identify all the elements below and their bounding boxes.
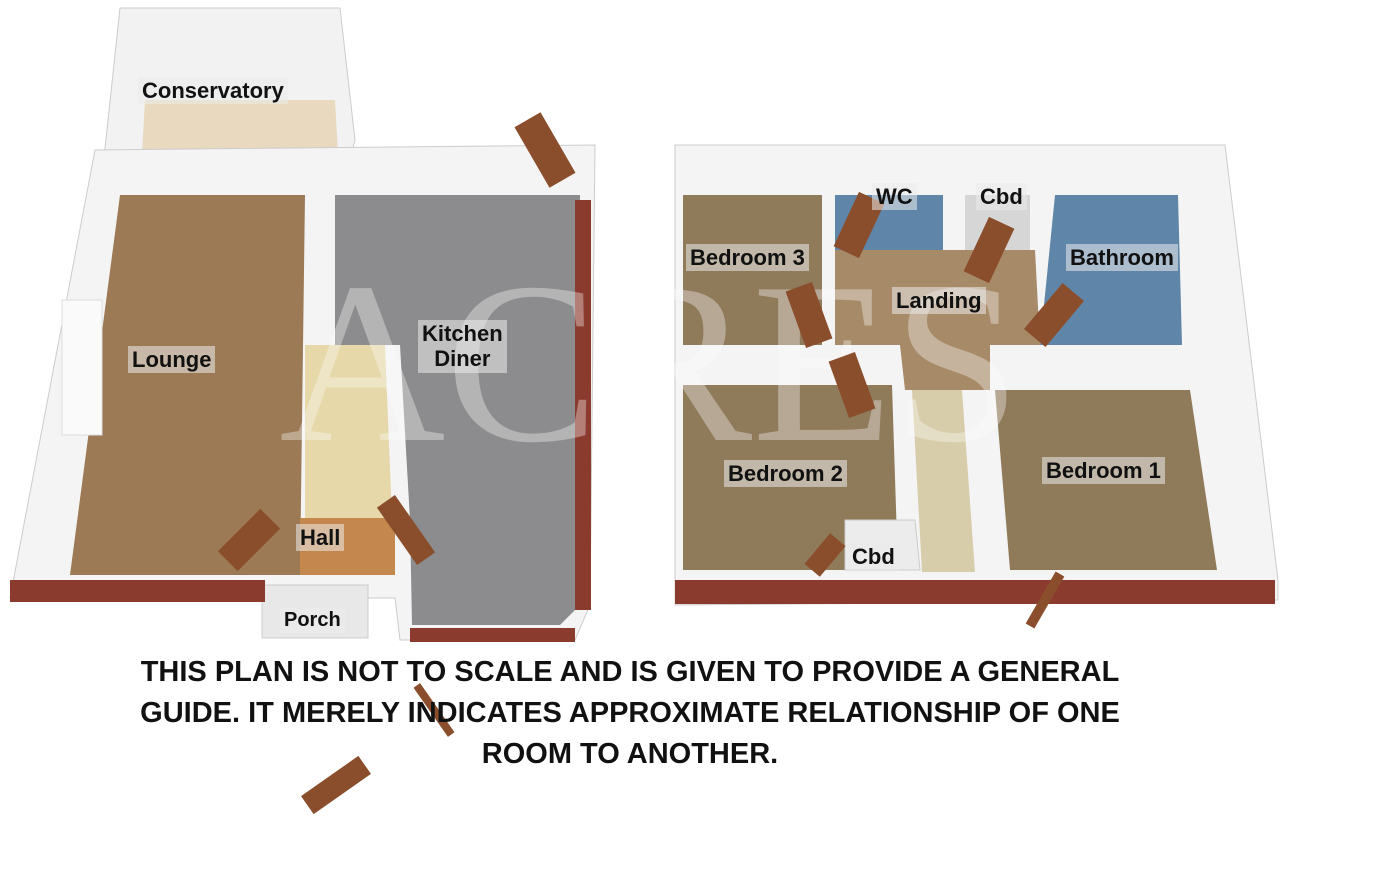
stairs-first — [912, 390, 975, 572]
brick-wall-first — [675, 580, 1275, 604]
room-label-lounge: Lounge — [128, 346, 216, 374]
disclaimer-line-3: ROOM TO ANOTHER. — [481, 738, 779, 770]
door — [301, 755, 371, 815]
kitchen-label-line2: Diner — [434, 346, 491, 372]
kitchen-floor — [335, 195, 580, 625]
ground-floor — [9, 7, 596, 642]
fireplace — [61, 299, 103, 436]
room-label-kitchen-diner: Kitchen Diner — [418, 320, 507, 373]
door — [413, 683, 455, 737]
door — [217, 508, 281, 572]
kitchen-label-line1: Kitchen — [422, 321, 503, 346]
disclaimer-text: THIS PLAN IS NOT TO SCALE AND IS GIVEN T… — [0, 652, 1260, 775]
door — [785, 282, 833, 348]
watermark-acres: ACRES — [279, 235, 1020, 490]
brick-wall-kitchen-bottom — [410, 628, 575, 642]
room-label-wc: WC — [872, 183, 917, 211]
lounge-floor — [70, 195, 305, 575]
room-label-cbd-top: Cbd — [976, 183, 1027, 211]
room-label-landing: Landing — [892, 287, 986, 315]
room-label-cbd-bottom: Cbd — [848, 543, 899, 571]
disclaimer-line-1: THIS PLAN IS NOT TO SCALE AND IS GIVEN T… — [140, 656, 1120, 688]
door — [1023, 283, 1085, 347]
room-label-bedroom2: Bedroom 2 — [724, 460, 847, 488]
door — [828, 352, 876, 418]
disclaimer-line-2: GUIDE. IT MERELY INDICATES APPROXIMATE R… — [140, 697, 1120, 729]
door — [514, 112, 576, 188]
room-label-conservatory: Conservatory — [138, 77, 288, 105]
room-label-bedroom3: Bedroom 3 — [686, 244, 809, 272]
door — [963, 216, 1015, 284]
room-label-porch: Porch — [280, 608, 345, 633]
door — [833, 191, 885, 259]
door — [804, 533, 846, 577]
stairs-ground — [305, 345, 392, 518]
room-label-bathroom: Bathroom — [1066, 244, 1178, 272]
brick-wall-kitchen — [575, 200, 591, 610]
landing-floor — [835, 250, 1040, 390]
doors — [217, 112, 1085, 815]
brick-wall-ground — [10, 580, 265, 602]
room-label-bedroom1: Bedroom 1 — [1042, 457, 1165, 485]
door — [376, 495, 436, 565]
room-label-hall: Hall — [296, 524, 345, 552]
door — [1025, 571, 1065, 629]
